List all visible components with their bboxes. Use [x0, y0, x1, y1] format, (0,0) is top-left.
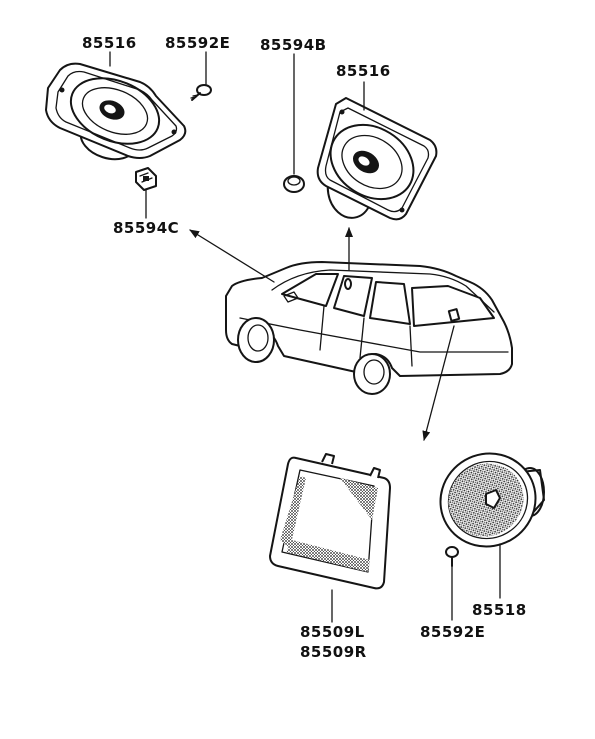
arrow-to-rear-speaker: [422, 325, 455, 441]
grommet: [283, 175, 305, 193]
front-speaker-left: [45, 62, 187, 161]
label-grille-r: 85509R: [300, 643, 367, 661]
arrow-to-bracket: [189, 229, 275, 283]
bracket: [135, 167, 157, 191]
screw-top: [190, 84, 212, 101]
label-screw-bottom: 85592E: [420, 623, 486, 641]
screw-bottom: [445, 546, 459, 567]
car-body: [225, 261, 513, 395]
rear-speaker: [439, 452, 545, 548]
label-grille-l: 85509L: [300, 623, 365, 641]
label-grommet: 85594B: [260, 36, 327, 54]
front-speaker-right: [316, 97, 438, 221]
grille-panel: [269, 453, 391, 590]
label-front-speaker-right: 85516: [336, 62, 391, 80]
label-bracket: 85594C: [113, 219, 180, 237]
label-screw-top: 85592E: [165, 34, 231, 52]
label-rear-speaker: 85518: [472, 601, 527, 619]
label-front-speaker-left: 85516: [82, 34, 137, 52]
